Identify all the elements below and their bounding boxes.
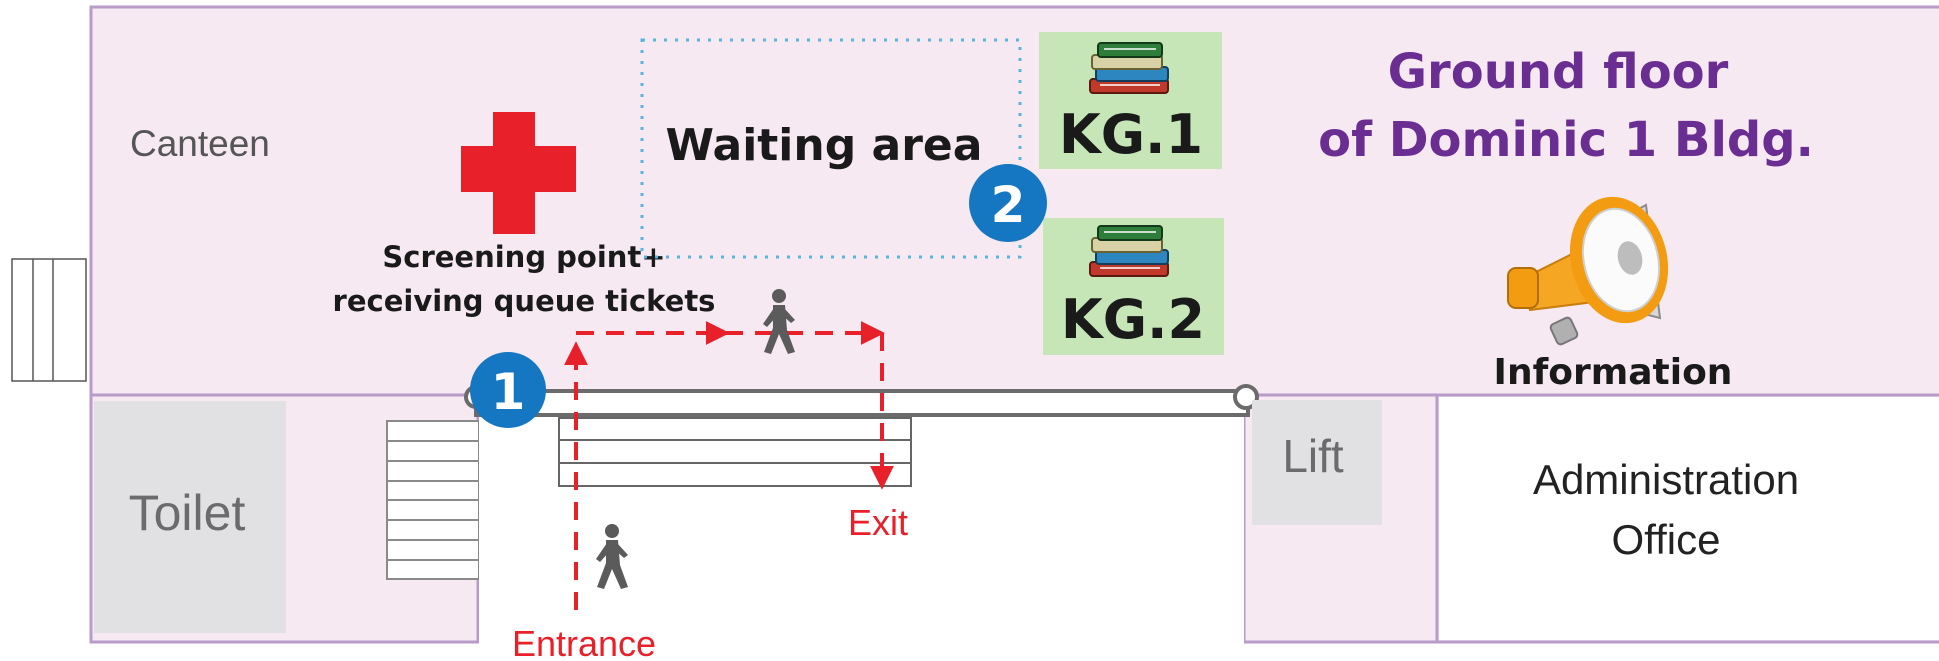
title-line1: Ground floor (1388, 44, 1729, 100)
staircase (386, 420, 480, 580)
front-steps (558, 417, 912, 487)
admin-room (1439, 397, 1939, 640)
red-cross-icon (461, 112, 576, 234)
megaphone-icon (1507, 196, 1669, 346)
toilet-label: Toilet (129, 485, 246, 541)
exit-label: Exit (848, 502, 908, 543)
screening-label-line1: Screening point+ (382, 240, 665, 274)
lift-room (1252, 400, 1382, 525)
books-icon (1089, 42, 1169, 94)
marker-1-label: 1 (491, 363, 526, 421)
entrance-label: Entrance (512, 623, 656, 661)
admin-label-line2: Office (1612, 516, 1721, 563)
waiting-area-label: Waiting area (666, 120, 983, 171)
marker-2 (969, 164, 1047, 242)
information-label: Information (1494, 352, 1733, 393)
title-line2: of Dominic 1 Bldg. (1318, 112, 1814, 168)
kg2-label: KG.2 (1061, 288, 1205, 351)
waiting-area-boundary (640, 38, 1022, 259)
admin-label-line1: Administration (1533, 456, 1799, 503)
kg1-label: KG.1 (1059, 103, 1203, 166)
marker-2-label: 2 (991, 176, 1026, 234)
canteen-label: Canteen (130, 123, 270, 164)
visitor-route (564, 321, 894, 610)
entrance-threshold (464, 384, 1259, 417)
books-icon (1089, 225, 1169, 277)
lift-label: Lift (1282, 430, 1344, 482)
toilet-room (94, 401, 286, 633)
screening-label-line2: receiving queue tickets (333, 284, 716, 318)
marker-1 (470, 352, 546, 428)
side-stairs (11, 258, 87, 382)
